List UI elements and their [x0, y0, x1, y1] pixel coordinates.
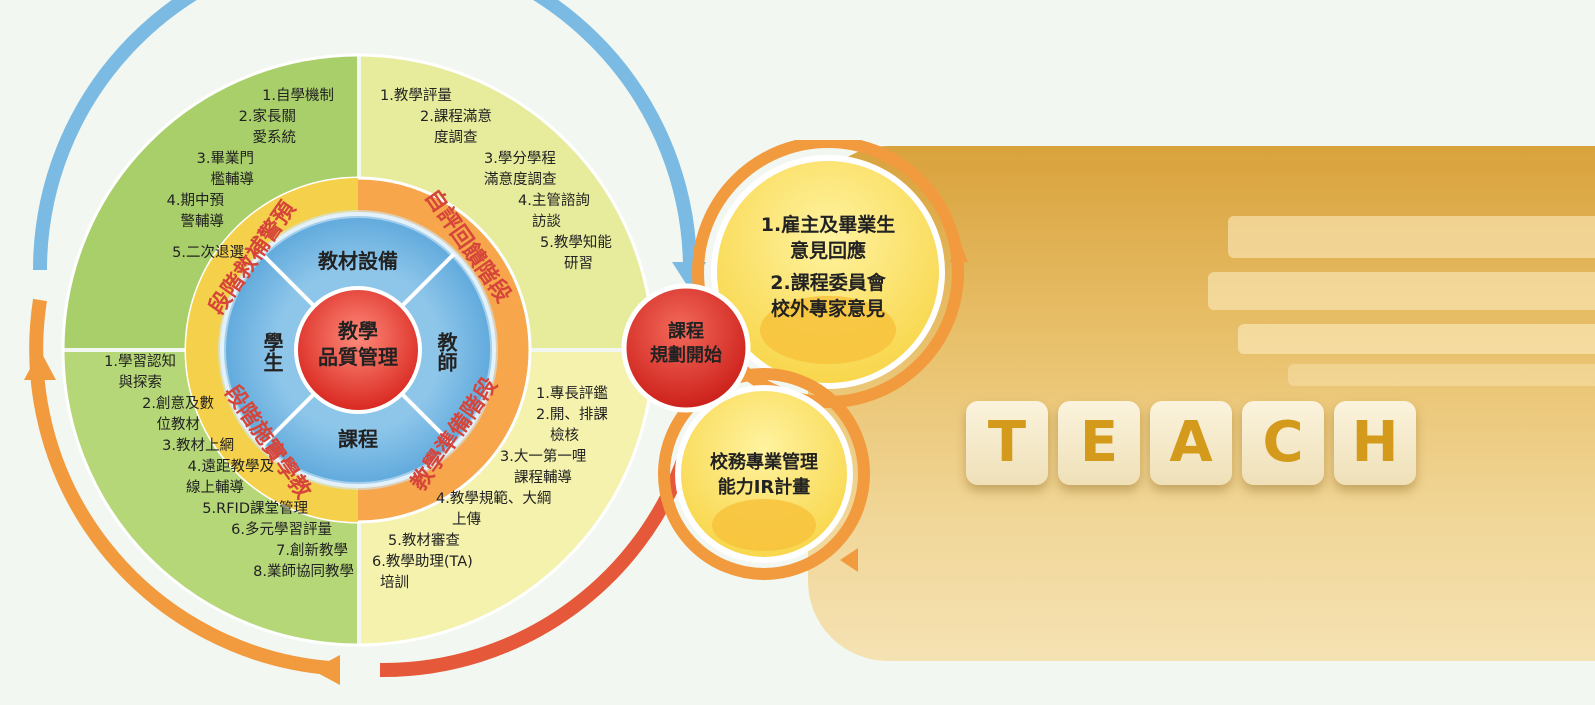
center-hub — [294, 286, 422, 414]
list-item: 4.遠距教學及 — [187, 459, 274, 475]
feedback-line: 意見回應 — [789, 240, 866, 262]
letter-cube: T — [966, 401, 1048, 485]
list-item: 滿意度調查 — [484, 172, 557, 188]
ir-line2: 能力IR計畫 — [717, 477, 811, 498]
inner-label-top: 教材設備 — [318, 249, 398, 273]
list-item: 2.課程滿意 — [420, 109, 492, 125]
ir-ball-text: 校務專業管理 能力IR計畫 — [684, 450, 844, 500]
list-bottom-right: 1.專長評鑑 2.開、排課 檢核 3.大一第一哩 課程輔導 4.教學規範、大綱 … — [372, 384, 608, 594]
list-item: 2.開、排課 — [536, 407, 608, 423]
start-ball — [621, 283, 751, 413]
letter-cube: C — [1242, 401, 1324, 485]
quality-wheel: 教學 品質管理 教材設備 課程 學生 教師 段階救補警預 自評回饋階段 段階施實… — [24, 0, 706, 685]
list-top-left: 1.自學機制 2.家長關 愛系統 3.畢業門 檻輔導 4.期中預 警輔導 5.二… — [84, 86, 334, 264]
list-item: 警輔導 — [180, 214, 225, 230]
feedback-line: 2.課程委員會 — [770, 272, 886, 294]
list-item: 8.業師協同教學 — [253, 564, 354, 580]
list-item: 2.創意及數 — [142, 396, 214, 412]
list-item: 研習 — [564, 256, 593, 272]
start-ball-text: 課程 規劃開始 — [626, 320, 746, 368]
blue-arc — [33, 0, 697, 271]
list-item: 6.教學助理(TA) — [372, 554, 473, 570]
list-item: 課程輔導 — [514, 470, 572, 486]
list-item: 5.教材審查 — [388, 533, 460, 549]
list-item: 訪談 — [532, 214, 561, 230]
letter-cube: H — [1334, 401, 1416, 485]
list-item: 3.教材上網 — [162, 438, 234, 454]
list-item: 位教材 — [156, 417, 201, 433]
list-item: 5.二次退選 — [172, 245, 244, 261]
list-item: 3.大一第一哩 — [500, 449, 587, 465]
feedback-line: 1.雇主及畢業生 — [760, 214, 896, 236]
list-item: 度調查 — [434, 130, 478, 146]
orange-arrowhead-top — [24, 350, 56, 380]
feedback-arrowhead — [950, 240, 968, 262]
list-item: 3.學分學程 — [484, 151, 556, 167]
list-item: 2.家長關 — [238, 109, 296, 125]
list-item: 5.教學知能 — [540, 235, 612, 251]
start-line2: 規劃開始 — [650, 345, 722, 366]
ir-arrowhead — [840, 548, 858, 572]
inner-label-right: 教師 — [434, 331, 458, 372]
list-item: 線上輔導 — [186, 480, 244, 496]
orange-arrowhead-bottom — [312, 655, 340, 685]
list-item: 檻輔導 — [210, 172, 255, 188]
start-line1: 課程 — [668, 321, 704, 342]
ir-line1: 校務專業管理 — [710, 452, 818, 473]
ir-ball-ring — [658, 368, 870, 580]
process-balls — [621, 140, 968, 580]
inner-label-bottom: 課程 — [338, 427, 378, 451]
list-item: 與探索 — [118, 375, 163, 391]
list-item: 檢核 — [550, 428, 579, 444]
feedback-ball-text: 1.雇主及畢業生 意見回應 2.課程委員會 校外專家意見 — [738, 212, 918, 322]
letter-cube: A — [1150, 401, 1232, 485]
teach-photo: T E A C H — [808, 146, 1595, 661]
list-item: 4.主管諮詢 — [518, 193, 590, 209]
list-item: 7.創新教學 — [276, 543, 348, 559]
list-item: 1.教學評量 — [380, 88, 452, 104]
center-line1: 教學 — [338, 319, 378, 343]
list-item: 培訓 — [380, 575, 409, 591]
center-line2: 品質管理 — [318, 345, 398, 369]
teach-cubes: T E A C H — [966, 401, 1416, 485]
list-item: 4.教學規範、大綱 — [436, 491, 552, 507]
list-item: 1.學習認知 — [104, 354, 176, 370]
list-top-right: 1.教學評量 2.課程滿意 度調查 3.學分學程 滿意度調查 4.主管諮詢 訪談… — [380, 86, 612, 275]
list-item: 1.專長評鑑 — [536, 386, 608, 402]
list-item: 5.RFID課堂管理 — [202, 501, 308, 517]
list-item: 上傳 — [452, 512, 481, 528]
letter-cube: E — [1058, 401, 1140, 485]
list-item: 6.多元學習評量 — [231, 522, 332, 538]
list-item: 3.畢業門 — [196, 151, 254, 167]
list-item: 1.自學機制 — [262, 88, 334, 104]
list-item: 4.期中預 — [166, 193, 224, 209]
inner-label-left: 學生 — [260, 332, 284, 372]
list-item: 愛系統 — [252, 130, 297, 146]
feedback-line: 校外專家意見 — [770, 298, 885, 320]
list-bottom-left: 1.學習認知 與探索 2.創意及數 位教材 3.教材上網 4.遠距教學及 線上輔… — [84, 352, 354, 583]
